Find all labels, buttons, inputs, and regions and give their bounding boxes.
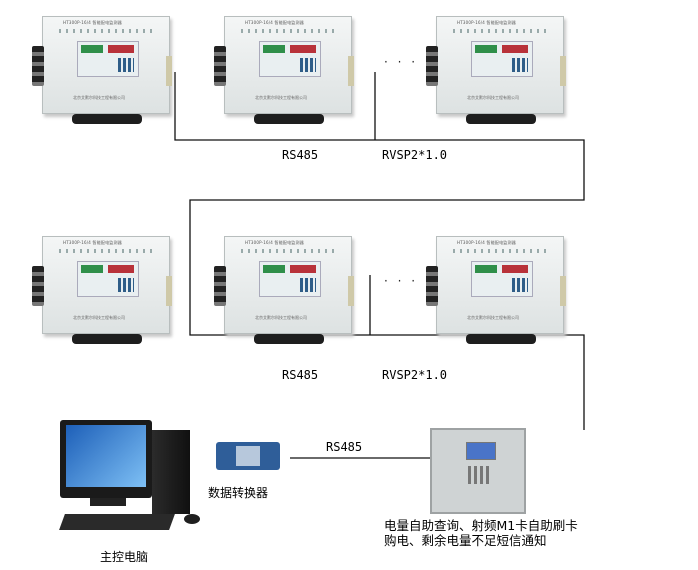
meter-row2-2: HT300P-16/4 智能配电监测器 北京艾默尔科技工程有限公司 xyxy=(212,236,362,346)
monitor-stand xyxy=(90,498,126,506)
meter-row2-1: HT300P-16/4 智能配电监测器 北京艾默尔科技工程有限公司 xyxy=(30,236,180,346)
meter-row2-3: HT300P-16/4 智能配电监测器 北京艾默尔科技工程有限公司 xyxy=(424,236,574,346)
meter-row1-1: HT300P-16/4 智能配电监测器 北京艾默尔科技工程有限公司 xyxy=(30,16,180,126)
rs485-label-mid: RS485 xyxy=(282,368,319,382)
data-converter-icon xyxy=(216,442,280,470)
rvsp-label-top: RVSP2*1.0 xyxy=(382,148,448,162)
rs485-label-bottom: RS485 xyxy=(326,440,363,454)
host-pc-label: 主控电脑 xyxy=(100,550,149,564)
self-service-terminal xyxy=(430,428,526,514)
rvsp-label-mid: RVSP2*1.0 xyxy=(382,368,448,382)
monitor-icon xyxy=(60,420,152,498)
keyboard-icon xyxy=(59,514,175,530)
ellipsis-row2: · · · xyxy=(384,274,419,288)
meter-row1-2: HT300P-16/4 智能配电监测器 北京艾默尔科技工程有限公司 xyxy=(212,16,362,126)
pc-tower-icon xyxy=(152,430,190,514)
rs485-label-top: RS485 xyxy=(282,148,319,162)
meter-row1-3: HT300P-16/4 智能配电监测器 北京艾默尔科技工程有限公司 xyxy=(424,16,574,126)
mouse-icon xyxy=(184,514,200,524)
terminal-description: 电量自助查询、射频M1卡自助刷卡购电、剩余电量不足短信通知 xyxy=(384,518,578,548)
ellipsis-row1: · · · xyxy=(384,55,419,69)
converter-label: 数据转换器 xyxy=(208,486,269,500)
